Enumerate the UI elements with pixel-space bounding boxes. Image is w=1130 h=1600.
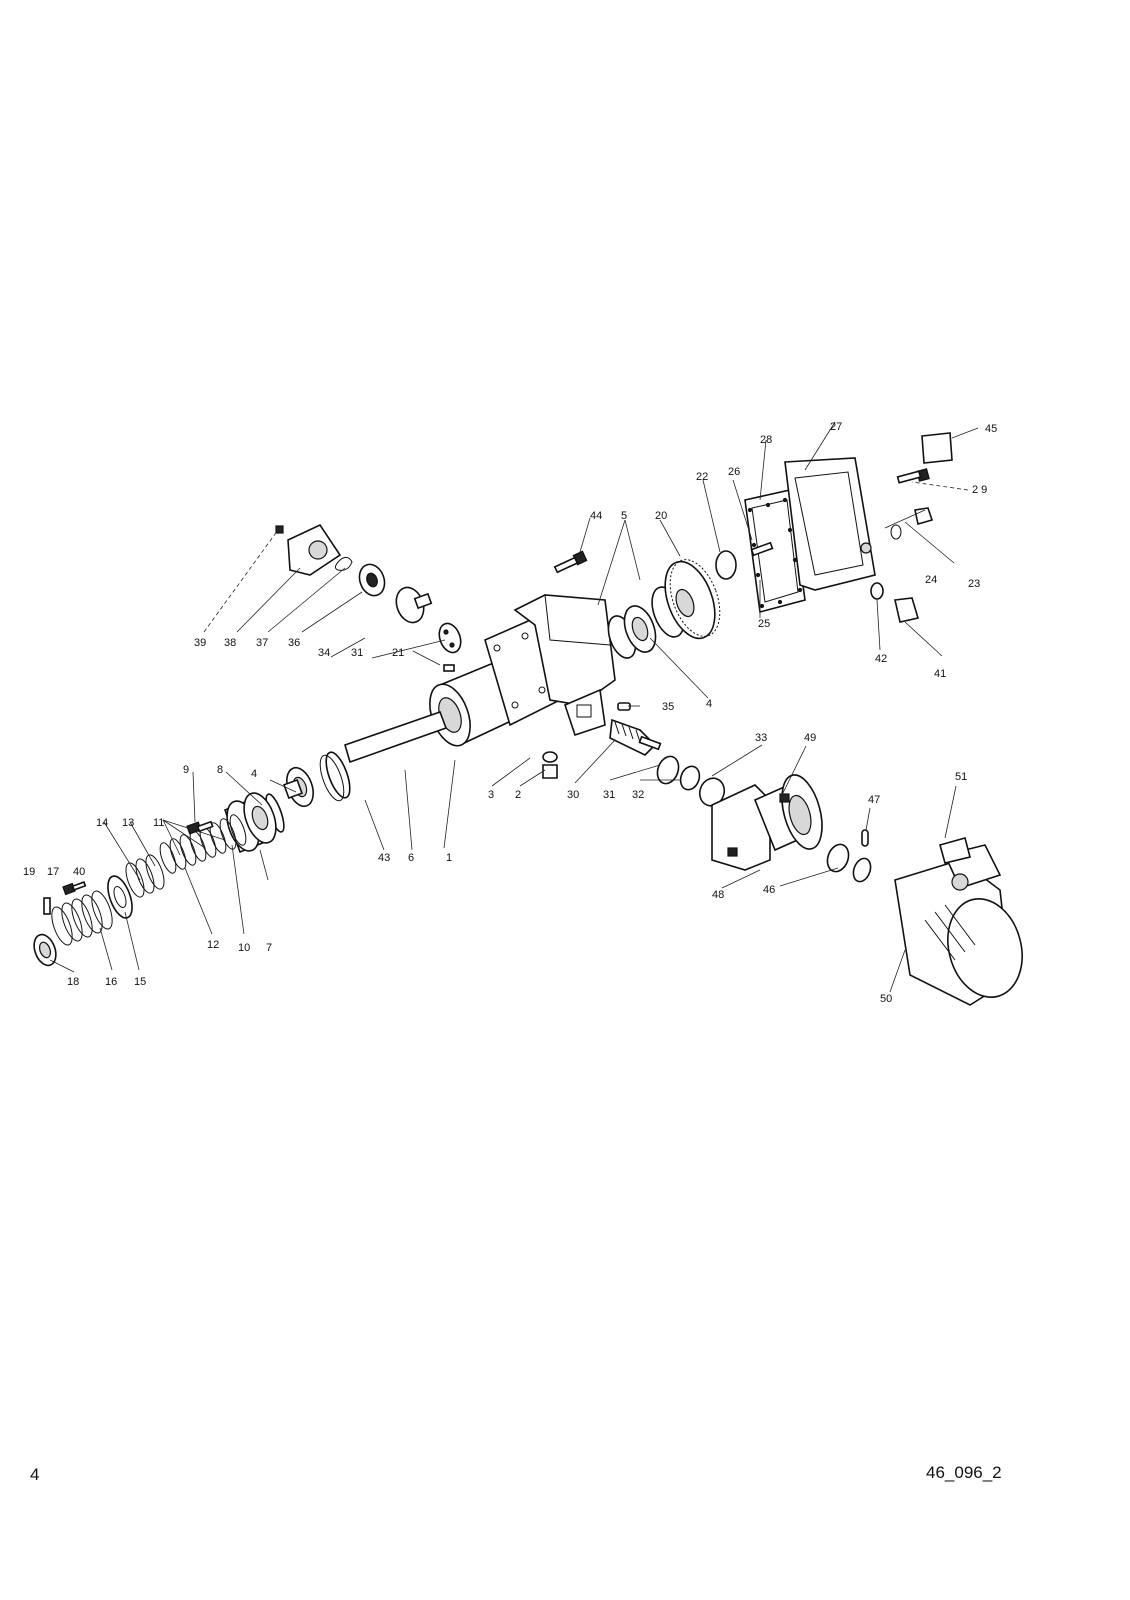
- callout-7: 7: [266, 942, 272, 954]
- callout-46: 46: [763, 884, 775, 896]
- callout-45: 45: [985, 423, 997, 435]
- leader-lines: [49, 421, 979, 993]
- callout-32: 32: [632, 789, 644, 801]
- callout-51: 51: [955, 771, 967, 783]
- callout-37: 37: [256, 637, 268, 649]
- callout-11: 11: [153, 817, 164, 829]
- callout-20: 20: [655, 510, 667, 522]
- spring-assembly: [33, 792, 285, 967]
- callout-36: 36: [288, 637, 300, 649]
- callout-47: 47: [868, 794, 880, 806]
- gear-assembly: [553, 550, 721, 711]
- worm-assembly: [542, 718, 726, 807]
- callout-31: 31: [351, 647, 363, 659]
- shaft-assembly: [283, 710, 448, 808]
- callout-33: 33: [755, 732, 767, 744]
- callout-28: 28: [760, 434, 772, 446]
- callout-25: 25: [758, 618, 770, 630]
- callout-1: 1: [446, 852, 452, 864]
- callout-48: 48: [712, 889, 724, 901]
- callout-38: 38: [224, 637, 236, 649]
- drawing-code: 46_096_2: [926, 1463, 1002, 1482]
- callout-34: 34: [318, 647, 330, 659]
- callout-29: 2 9: [972, 484, 987, 496]
- callout-14: 14: [96, 817, 108, 829]
- callout-22: 22: [696, 471, 708, 483]
- callout-39: 39: [194, 637, 206, 649]
- callout-13: 13: [122, 817, 134, 829]
- cover-assembly: [715, 432, 953, 623]
- callout-35: 35: [662, 701, 674, 713]
- page-number: 4: [30, 1465, 40, 1484]
- callout-30: 30: [567, 789, 579, 801]
- upper-left-bearing-stack: [275, 523, 462, 672]
- callout-15: 15: [134, 976, 146, 988]
- callout-16: 16: [105, 976, 117, 988]
- callout-43: 43: [378, 852, 390, 864]
- callout-9: 9: [183, 764, 189, 776]
- callout-8: 8: [217, 764, 223, 776]
- main-housing: [429, 594, 616, 747]
- callout-41: 41: [934, 668, 946, 680]
- callout-6: 6: [408, 852, 414, 864]
- callout-27: 27: [830, 421, 842, 433]
- callout-23: 23: [968, 578, 980, 590]
- callout-49: 49: [804, 732, 816, 744]
- callout-18: 18: [67, 976, 79, 988]
- callout-19: 19: [23, 866, 35, 878]
- callout-2: 2: [515, 789, 521, 801]
- callout-40: 40: [73, 866, 85, 878]
- callout-labels: 1 2 3 4 4 5 6 7 8 9 10 11 12 13 14 15 16…: [23, 421, 997, 1005]
- callout-24: 24: [925, 574, 937, 586]
- callout-5: 5: [621, 510, 627, 522]
- callout-21: 21: [392, 647, 404, 659]
- callout-17: 17: [47, 866, 59, 878]
- callout-4: 4: [706, 698, 712, 710]
- callout-10: 10: [238, 942, 250, 954]
- callout-50: 50: [880, 993, 892, 1005]
- callout-42: 42: [875, 653, 887, 665]
- callout-3: 3: [488, 789, 494, 801]
- callout-31: 31: [603, 789, 615, 801]
- callout-4: 4: [251, 768, 257, 780]
- callout-26: 26: [728, 466, 740, 478]
- callout-12: 12: [207, 939, 219, 951]
- callout-44: 44: [590, 510, 602, 522]
- motor-assembly: [711, 774, 1023, 1006]
